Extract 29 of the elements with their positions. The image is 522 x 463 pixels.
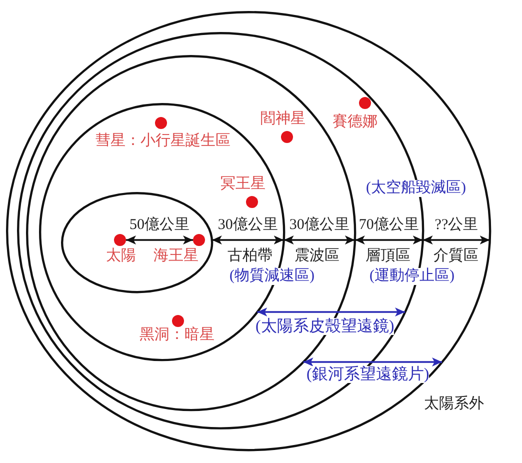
edge-label: (銀河系望遠鏡片) (306, 366, 430, 382)
region-label: 層頂區 (366, 248, 410, 264)
region-label: 古柏帶 (228, 248, 272, 264)
object-label: 冥王星 (220, 176, 266, 194)
region-label: (太空船毀滅區) (366, 180, 466, 196)
double-arrow (284, 236, 355, 244)
double-arrow (354, 236, 423, 244)
region-label: 震波區 (294, 248, 340, 264)
edge-label: 50億公里 (130, 216, 190, 234)
double-arrow (303, 358, 442, 366)
edge-label: 70億公里 (358, 216, 419, 234)
double-arrow (422, 236, 490, 244)
edge-label: 30億公里 (218, 216, 278, 234)
object-label: 彗星：小行星誕生區 (95, 133, 230, 150)
object-label: 黑洞：暗星 (139, 327, 214, 344)
object-label: 海王星 (153, 248, 198, 266)
edge-label: (太陽系皮殼望遠鏡) (256, 318, 394, 334)
region-label: 太陽系外 (424, 396, 484, 412)
object-label: 太陽 (106, 248, 136, 266)
double-arrow (126, 236, 193, 244)
edge-label: 30億公里 (289, 216, 350, 234)
object-label: 賽德娜 (332, 114, 378, 132)
region-label: 介質區 (434, 248, 478, 264)
region-label: (物質減速區) (230, 268, 314, 284)
object-label: 閻神星 (260, 111, 306, 128)
region-label: (運動停止區) (370, 268, 454, 284)
double-arrow (212, 236, 284, 244)
edge-label: ??公里 (434, 216, 478, 234)
double-arrow (257, 308, 405, 316)
